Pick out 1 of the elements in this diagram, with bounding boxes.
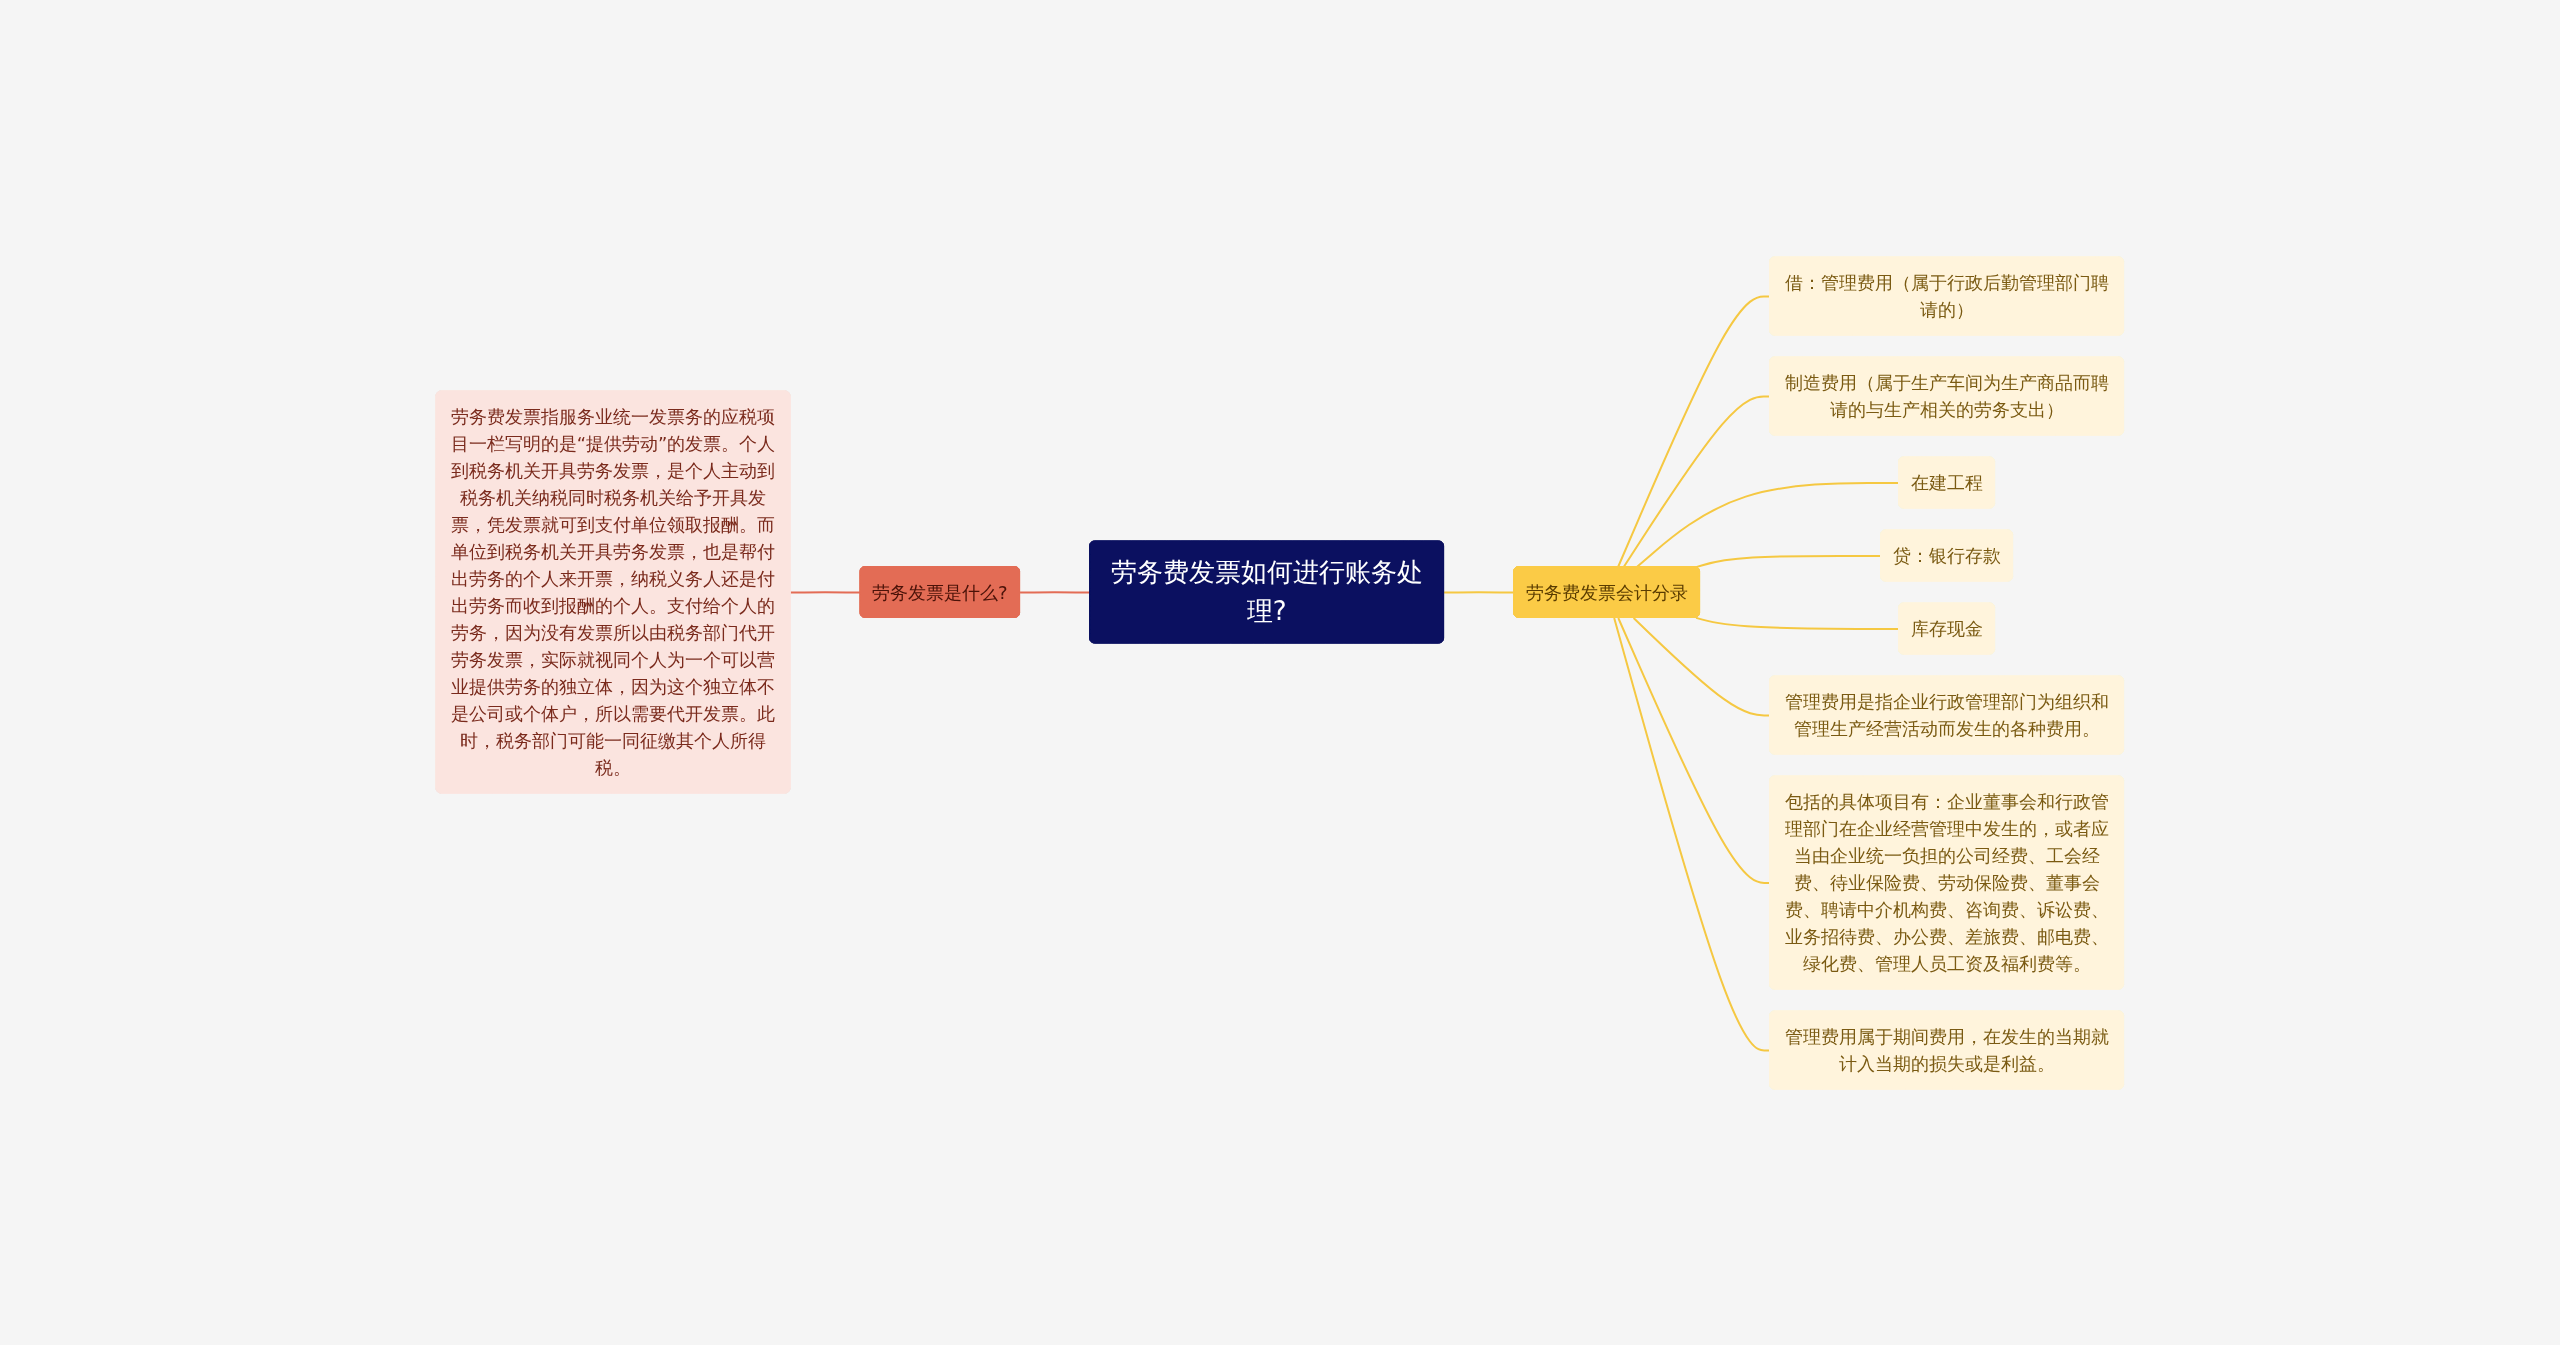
connector [789, 590, 862, 593]
